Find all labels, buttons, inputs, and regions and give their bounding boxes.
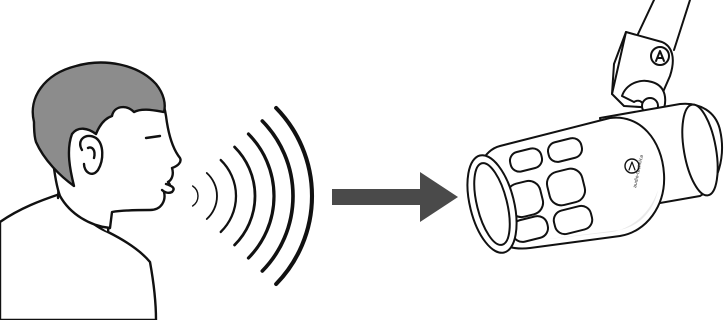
- sound-wave-arc: [193, 186, 198, 206]
- sound-wave-arc: [207, 173, 217, 219]
- sound-wave-arc: [248, 134, 274, 258]
- microphone-icon: audio-technica: [459, 0, 724, 258]
- mic-cable-left: [638, 0, 654, 34]
- person-speaking-icon: [0, 63, 181, 320]
- mic-logo-badge: [651, 47, 669, 65]
- mic-cable-right: [674, 0, 690, 50]
- arrow-shaft: [332, 189, 424, 205]
- sound-wave-arc: [221, 160, 236, 232]
- arrow-head: [420, 172, 458, 222]
- sound-wave-arc: [262, 121, 293, 271]
- sound-waves-icon: [193, 108, 312, 284]
- person-ear: [80, 136, 102, 174]
- sound-wave-arc: [235, 147, 255, 245]
- arrow-right-icon: [332, 172, 458, 222]
